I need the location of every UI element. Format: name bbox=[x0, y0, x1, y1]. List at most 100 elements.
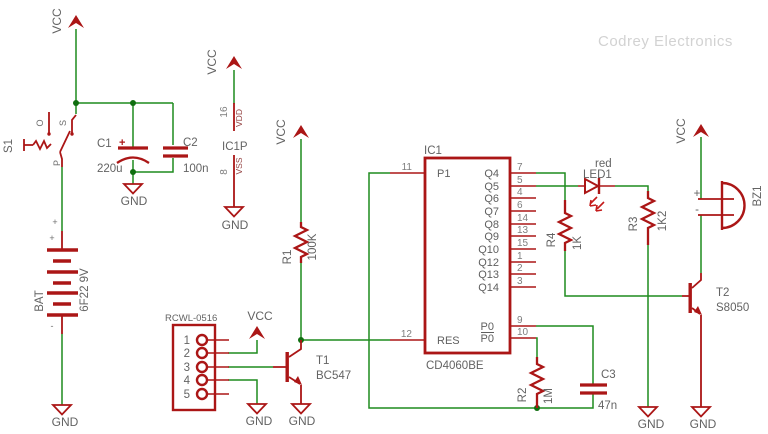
led-value: red bbox=[595, 158, 612, 170]
ic1p-vdd-number: 16 bbox=[219, 106, 230, 118]
resistor-r1: R1 100K bbox=[282, 222, 319, 264]
ic-ic1: IC1 CD4060BE 11 P1 12 RES 7 Q4 5 Q5 4 Q6… bbox=[390, 145, 536, 372]
vcc-arrow-icon bbox=[249, 326, 265, 339]
battery-plus-mark: + bbox=[49, 233, 54, 243]
switch-pin-p-label: P bbox=[52, 160, 62, 166]
ic-pin-number: 14 bbox=[517, 213, 529, 224]
gnd-label: GND bbox=[690, 417, 717, 431]
cap-value: 47n bbox=[598, 400, 617, 412]
gnd-label: GND bbox=[289, 414, 316, 428]
ic-pin-number: 12 bbox=[401, 329, 413, 340]
switch-contact bbox=[47, 132, 51, 136]
battery-value: 6F22 9V bbox=[79, 268, 91, 312]
vcc-symbol-r1: VCC bbox=[274, 119, 309, 145]
resistor-refdes: R4 bbox=[546, 232, 558, 247]
ic-pin-number: 2 bbox=[517, 263, 523, 274]
pin-circle bbox=[195, 360, 209, 374]
gnd-triangle-icon bbox=[121, 183, 145, 195]
battery-plates bbox=[47, 248, 78, 317]
ic-pin-name: P0 bbox=[481, 333, 494, 345]
switch-s1: S1 O S P bbox=[3, 112, 77, 167]
vcc-symbol-ic1p: VCC bbox=[205, 49, 242, 75]
resistor-body bbox=[556, 200, 574, 251]
vcc-arrow-icon bbox=[68, 15, 84, 28]
junction-dot bbox=[130, 169, 136, 175]
cap-refdes: C1 bbox=[97, 138, 112, 150]
buzzer-plus-mark: + bbox=[694, 188, 701, 200]
header-rcwl: RCWL-0516 1 2 3 4 5 bbox=[165, 313, 229, 412]
pin-circle bbox=[195, 387, 209, 401]
resistor-value: 1K bbox=[572, 236, 584, 250]
buzzer-bz1: + - BZ1 bbox=[694, 181, 764, 230]
resistor-r3: R3 1K2 bbox=[628, 191, 669, 245]
power-part-ic1p: 16 VDD IC1P VSS 8 bbox=[219, 103, 248, 207]
ic-pin-name: RES bbox=[437, 335, 460, 347]
gnd-symbol-c1: GND bbox=[121, 183, 148, 208]
cap-plus-mark: + bbox=[119, 137, 125, 149]
transistor-refdes: T2 bbox=[716, 287, 729, 299]
buzzer-minus-mark: - bbox=[695, 204, 699, 216]
ic-pin-name: Q12 bbox=[478, 257, 499, 269]
ic-pin-number: 3 bbox=[517, 276, 523, 287]
ic-pin-name: Q6 bbox=[484, 193, 499, 205]
switch-pin-s-label: S bbox=[58, 120, 68, 126]
gnd-symbol-rcwl: GND bbox=[246, 403, 273, 428]
gnd-triangle-icon bbox=[50, 404, 74, 416]
ic-pin-number: 4 bbox=[517, 187, 523, 198]
led-refdes: LED1 bbox=[583, 169, 612, 181]
resistor-value: 100K bbox=[307, 233, 319, 260]
cap-value: 100n bbox=[183, 163, 209, 175]
watermark: Codrey Electronics bbox=[598, 33, 733, 50]
cap-plates bbox=[580, 383, 607, 395]
ic-pin-number: 13 bbox=[517, 225, 529, 236]
capacitor-c2: C2 100n bbox=[163, 137, 209, 175]
transistor-emitter-arrow bbox=[294, 376, 302, 385]
resistor-refdes: R3 bbox=[628, 217, 640, 232]
ic-pin-name: Q5 bbox=[484, 181, 499, 193]
ic1p-vss-number: 8 bbox=[219, 169, 230, 175]
gnd-symbol-r3: GND bbox=[636, 406, 665, 431]
vcc-arrow-icon bbox=[693, 124, 709, 137]
vcc-symbol-bz1: VCC bbox=[674, 118, 709, 144]
pin-circle bbox=[195, 346, 209, 360]
gnd-label: GND bbox=[121, 194, 148, 208]
transistor-base-bar bbox=[285, 352, 289, 382]
header-pin-number: 4 bbox=[184, 375, 191, 387]
gnd-label: GND bbox=[246, 414, 273, 428]
ic1p-refdes: IC1P bbox=[222, 141, 248, 153]
resistor-body bbox=[639, 191, 657, 245]
ic-pin-name: Q9 bbox=[484, 231, 499, 243]
resistor-refdes: R1 bbox=[282, 250, 294, 265]
vcc-symbol-rcwl: VCC bbox=[247, 309, 273, 339]
gnd-triangle-icon bbox=[289, 403, 313, 415]
header-pin-number: 3 bbox=[184, 362, 190, 374]
gnd-triangle-icon bbox=[222, 206, 246, 218]
vcc-label: VCC bbox=[205, 49, 219, 75]
gnd-symbol-t1: GND bbox=[289, 403, 316, 428]
battery-minus-mark: - bbox=[51, 321, 54, 331]
ic-pin-number: 7 bbox=[517, 162, 523, 173]
transistor-emitter-arrow bbox=[694, 306, 702, 315]
resistor-refdes: R2 bbox=[517, 388, 529, 403]
ic-pin-stubs bbox=[390, 172, 536, 341]
ic-pin-name: Q13 bbox=[478, 269, 499, 281]
buzzer-pins bbox=[698, 198, 734, 216]
cap-value: 220u bbox=[97, 163, 123, 175]
ic-value: CD4060BE bbox=[426, 360, 484, 372]
header-refdes: RCWL-0516 bbox=[165, 313, 217, 324]
ic-pin-number: 5 bbox=[517, 175, 523, 186]
ic-pin-number: 6 bbox=[517, 200, 523, 211]
ic-pin-name: P0 bbox=[481, 321, 494, 333]
battery-refdes: BAT bbox=[34, 290, 46, 312]
gnd-symbol-t2: GND bbox=[690, 406, 717, 431]
ic1p-vdd-name: VDD bbox=[234, 109, 244, 127]
switch-pin-o-label: O bbox=[35, 119, 45, 126]
pin-circle bbox=[195, 333, 209, 347]
ic-refdes: IC1 bbox=[424, 145, 442, 157]
buzzer-refdes: BZ1 bbox=[752, 185, 764, 206]
header-pin-circles bbox=[195, 333, 209, 401]
transistor-value: BC547 bbox=[316, 370, 351, 382]
ic-pin-number: 15 bbox=[517, 238, 529, 249]
buzzer-body bbox=[720, 181, 746, 230]
